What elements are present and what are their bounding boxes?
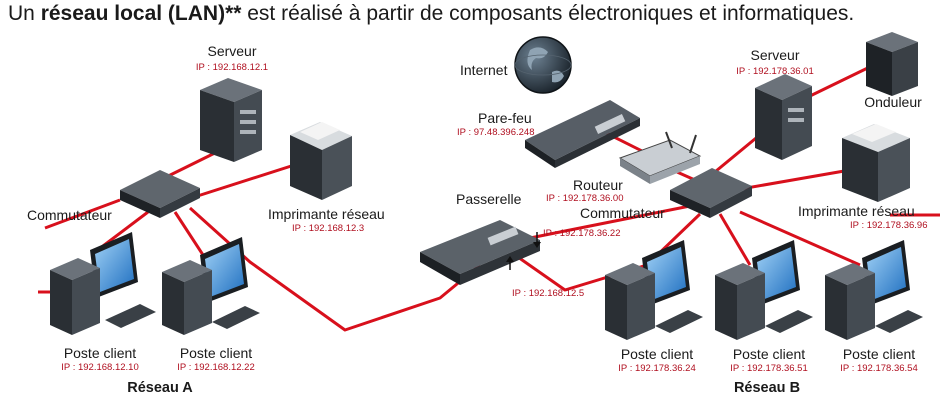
gateway-ip-a: IP : 192.168.12.5 (512, 288, 585, 299)
b-printer-device (842, 124, 910, 202)
ups-device (866, 32, 918, 96)
network-a-label: Réseau A (127, 380, 193, 396)
a-switch-device (120, 170, 200, 218)
b-client2-ip: IP : 192.178.36.51 (730, 363, 808, 374)
a-printer-label: Imprimante réseau (268, 206, 385, 222)
a-client1-label: Poste client (63, 345, 137, 361)
gateway-ip-b: IP : 192.178.36.22 (543, 228, 621, 239)
a-printer-device (290, 122, 352, 200)
b-client2-device (715, 240, 813, 340)
a-server-device (200, 78, 262, 162)
a-client2-label: Poste client (179, 345, 253, 361)
b-printer-ip: IP : 192.178.36.96 (850, 220, 928, 231)
gateway-device (420, 220, 541, 285)
b-client2-label: Poste client (732, 346, 806, 362)
ups-label: Onduleur (864, 94, 922, 110)
b-switch-device (670, 168, 752, 218)
b-client1-label: Poste client (620, 346, 694, 362)
a-client1-ip: IP : 192.168.12.10 (61, 362, 139, 373)
router-label: Routeur (573, 177, 623, 193)
a-client1-device (50, 232, 156, 335)
link-gateway-switch-b (519, 204, 691, 242)
a-client2-ip: IP : 192.168.12.22 (177, 362, 255, 373)
link-b-switch-client3 (739, 210, 861, 267)
link-a-switch-printer (184, 158, 311, 202)
diagram-title: Un réseau local (LAN)** est réalisé à pa… (8, 2, 855, 25)
b-client1-ip: IP : 192.178.36.24 (618, 363, 696, 374)
link-a-switch-client2 (173, 211, 207, 259)
gateway-label: Passerelle (456, 191, 522, 207)
firewall-label: Pare-feu (478, 110, 532, 126)
a-server-ip: IP : 192.168.12.1 (195, 62, 269, 73)
b-server-device (755, 74, 812, 160)
router-device (618, 131, 702, 184)
globe-icon (514, 36, 572, 94)
network-b-label: Réseau B (733, 380, 801, 396)
firewall-device (525, 100, 640, 168)
a-printer-ip: IP : 192.168.12.3 (292, 223, 365, 234)
firewall-ip: IP : 97.48.396.248 (457, 127, 535, 138)
link-b-switch-printer (734, 168, 851, 192)
a-client2-device (162, 237, 260, 335)
b-client1-device (605, 240, 703, 340)
a-server-label: Serveur (207, 43, 257, 59)
link-a-switch-left (44, 198, 121, 230)
router-ip: IP : 192.178.36.00 (546, 193, 624, 204)
b-server-ip: IP : 192.178.36.01 (736, 66, 814, 77)
a-switch-label: Commutateur (27, 207, 112, 223)
b-switch-label: Commutateur (580, 205, 665, 221)
internet-label: Internet (460, 62, 508, 78)
b-client3-device (825, 240, 923, 340)
link-gateway-clients-b (514, 253, 681, 292)
b-client3-ip: IP : 192.178.36.54 (840, 363, 918, 374)
link-b-switch-client2 (718, 213, 752, 266)
b-printer-label: Imprimante réseau (798, 203, 915, 219)
b-client3-label: Poste client (842, 346, 916, 362)
b-server-label: Serveur (750, 47, 800, 63)
